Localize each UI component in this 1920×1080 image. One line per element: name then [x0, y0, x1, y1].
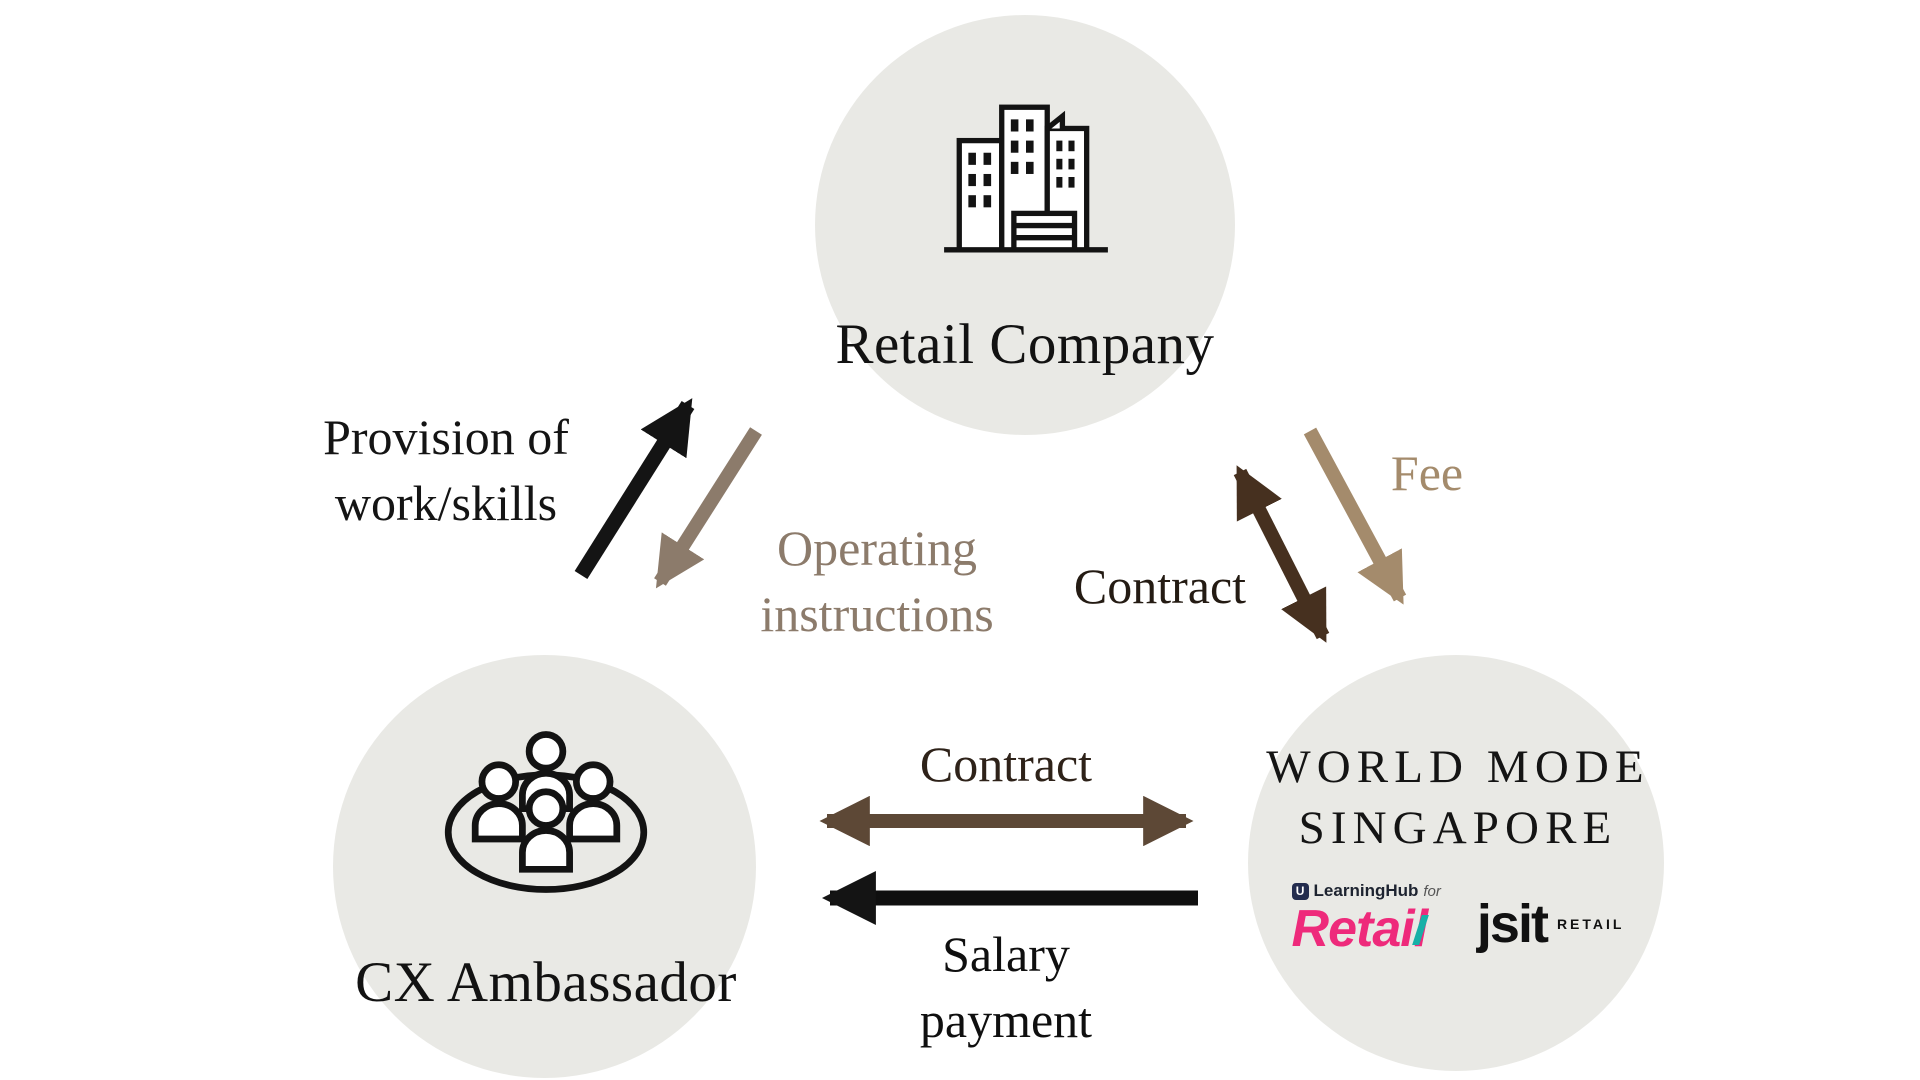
provision-label-line2: work/skills — [334, 475, 558, 531]
operating-label-line1: Operating — [777, 520, 977, 576]
salary-payment-label: Salary payment — [756, 921, 1256, 1053]
world-mode-name: WORLD MODE SINGAPORE — [1248, 737, 1668, 859]
learninghub-badge-icon: U — [1291, 882, 1309, 900]
learninghub-logo-line: U LearningHub for — [1291, 881, 1441, 901]
operating-instructions-label: Operating instructions — [627, 515, 1127, 647]
salary-label-line2: payment — [919, 992, 1093, 1048]
retail-logo-text: Retail — [1291, 900, 1430, 959]
team-icon — [428, 705, 664, 919]
operating-label-line2: instructions — [760, 586, 994, 642]
jsit-logo-text: jsit — [1476, 894, 1549, 955]
jsit-retail-text: RETAIL — [1556, 916, 1625, 933]
retail-company-label: Retail Company — [835, 313, 1215, 376]
learninghub-logo-text: LearningHub — [1313, 881, 1419, 901]
world-mode-name-line2: SINGAPORE — [1298, 802, 1618, 855]
salary-label-line1: Salary — [942, 926, 1070, 982]
provision-label: Provision of work/skills — [196, 404, 696, 536]
world-mode-node — [1248, 655, 1664, 1071]
cx-ambassador-label: CX Ambassador — [355, 951, 737, 1014]
world-mode-name-line1: WORLD MODE — [1266, 741, 1650, 793]
learninghub-for-text: for — [1423, 882, 1441, 900]
provision-label-line1: Provision of — [323, 409, 569, 465]
learninghub-retail-logo: U LearningHub for Retail — [1291, 881, 1441, 959]
jsit-logo: jsit RETAIL — [1477, 897, 1625, 955]
partner-logos: U LearningHub for Retail jsit RETAIL — [1248, 881, 1668, 955]
contract-bottom-label: Contract — [919, 736, 1093, 792]
fee-label: Fee — [1390, 445, 1464, 501]
retail-logo-word: Retail — [1291, 900, 1429, 959]
building-icon — [935, 78, 1117, 276]
world-mode-node-content: WORLD MODE SINGAPORE U LearningHub for R… — [1248, 737, 1668, 955]
contract-top-label: Contract — [1073, 558, 1247, 614]
